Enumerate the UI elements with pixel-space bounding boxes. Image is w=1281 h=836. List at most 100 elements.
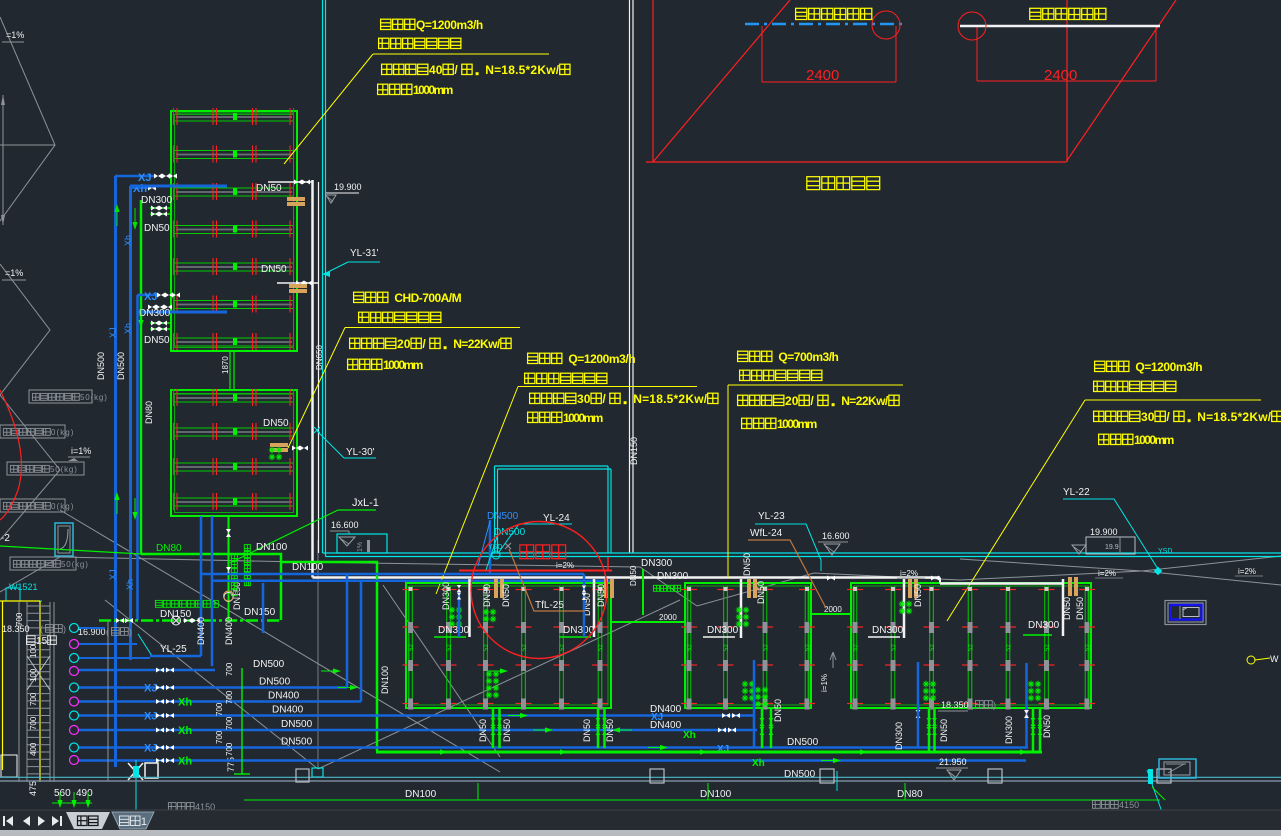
svg-text:YL-31': YL-31': [350, 248, 379, 259]
svg-text:16.900: 16.900: [78, 627, 106, 637]
svg-text:Q=700m3/h: Q=700m3/h: [778, 350, 839, 364]
svg-text:775: 775: [226, 757, 236, 772]
svg-text:i=1%: i=1%: [71, 446, 91, 456]
svg-text:2400: 2400: [806, 67, 839, 84]
svg-text:700: 700: [215, 730, 224, 744]
svg-text:DN50: DN50: [596, 584, 606, 607]
svg-text:475: 475: [28, 781, 38, 796]
svg-text:YL-22: YL-22: [1063, 487, 1090, 498]
svg-text:52: 52: [806, 644, 812, 651]
svg-text:DN50: DN50: [773, 699, 783, 722]
svg-text:XJ: XJ: [144, 711, 157, 723]
svg-text:30: 30: [1141, 410, 1155, 424]
svg-text:/: /: [1166, 410, 1170, 424]
svg-text:18.350: 18.350: [2, 624, 30, 634]
svg-text:JxL-1: JxL-1: [352, 497, 379, 509]
svg-text:DN50: DN50: [502, 719, 512, 742]
svg-text:): ): [63, 624, 66, 634]
svg-text:Xh: Xh: [125, 579, 135, 590]
svg-text:2000: 2000: [824, 605, 842, 614]
svg-text:WfL-24: WfL-24: [750, 528, 783, 539]
svg-text:100: 100: [29, 668, 38, 682]
svg-text:20: 20: [785, 394, 799, 408]
svg-text:-2: -2: [1, 533, 10, 544]
svg-text:DN500: DN500: [259, 677, 291, 688]
svg-text:700: 700: [29, 692, 38, 706]
svg-text:W: W: [1270, 654, 1279, 664]
svg-text:1000mm: 1000mm: [413, 83, 453, 97]
svg-text:DN50: DN50: [742, 553, 752, 576]
svg-text:DN500: DN500: [116, 352, 126, 380]
svg-text:40: 40: [429, 63, 443, 77]
svg-text:=1%: =1%: [5, 268, 23, 278]
svg-text:i=2%: i=2%: [1238, 567, 1256, 576]
svg-text:N=22Kw/: N=22Kw/: [453, 337, 501, 351]
svg-text:DN50: DN50: [913, 584, 923, 607]
svg-text:1: 1: [141, 816, 147, 828]
svg-text:19.900: 19.900: [1090, 527, 1118, 537]
svg-text:i=2%: i=2%: [900, 569, 918, 578]
svg-text:=1%: =1%: [6, 30, 24, 40]
svg-text:52: 52: [1086, 644, 1092, 651]
svg-text:DN50: DN50: [605, 719, 615, 742]
svg-text:i=2%: i=2%: [1098, 569, 1116, 578]
svg-text:700: 700: [225, 662, 234, 676]
svg-text:DN50: DN50: [478, 719, 488, 742]
svg-text:DN300: DN300: [872, 625, 904, 636]
svg-text:DN150: DN150: [629, 437, 639, 465]
svg-text:N=18.5*2Kw/: N=18.5*2Kw/: [633, 392, 708, 406]
svg-text:DN500: DN500: [253, 659, 285, 670]
svg-text:DN500: DN500: [487, 511, 519, 522]
svg-text:DN300: DN300: [141, 195, 173, 206]
svg-text:N=18.5*2Kw/: N=18.5*2Kw/: [485, 63, 560, 77]
svg-text:52: 52: [560, 644, 566, 651]
svg-text:/: /: [454, 63, 458, 77]
svg-text:XJ: XJ: [144, 743, 157, 755]
svg-text:YL-25: YL-25: [160, 644, 187, 655]
svg-text:0(kg): 0(kg): [51, 428, 74, 437]
svg-text:DN150: DN150: [160, 609, 192, 620]
svg-text:DN50: DN50: [629, 565, 638, 586]
svg-text:50(kg): 50(kg): [50, 465, 77, 474]
svg-text:4150: 4150: [195, 802, 215, 812]
svg-text:16.600: 16.600: [331, 520, 359, 530]
svg-text:YL-23: YL-23: [758, 511, 785, 522]
svg-text:DN50: DN50: [1042, 715, 1052, 738]
svg-text:DN300: DN300: [563, 625, 595, 636]
svg-text:2000: 2000: [659, 613, 677, 622]
svg-text:52: 52: [1045, 644, 1051, 651]
svg-text:XJ: XJ: [651, 712, 663, 723]
svg-text:19.9: 19.9: [1105, 544, 1119, 551]
svg-text:560: 560: [54, 788, 71, 799]
svg-text:N=22Kw/: N=22Kw/: [841, 394, 889, 408]
svg-text:Q=1200m3/h: Q=1200m3/h: [568, 352, 635, 366]
svg-text:Xh: Xh: [683, 730, 696, 741]
svg-text:DN300: DN300: [1004, 716, 1014, 744]
svg-text:DN300: DN300: [657, 571, 689, 582]
svg-text:Q=1200m3/h: Q=1200m3/h: [1135, 360, 1202, 374]
svg-text:52: 52: [930, 644, 936, 651]
svg-text:52: 52: [1007, 644, 1013, 651]
svg-text:DN50: DN50: [939, 719, 949, 742]
svg-text:DN300: DN300: [641, 558, 673, 569]
svg-text:/: /: [602, 392, 606, 406]
svg-text:Xh: Xh: [178, 725, 192, 737]
svg-text:DN300: DN300: [441, 582, 451, 610]
svg-text:19.900: 19.900: [334, 182, 362, 192]
svg-text:DN150: DN150: [244, 607, 276, 618]
svg-text:): ): [129, 627, 132, 637]
svg-text:20: 20: [397, 337, 411, 351]
svg-text:DN80: DN80: [144, 401, 154, 424]
svg-text:(: (: [40, 624, 43, 634]
svg-text:1000mm: 1000mm: [563, 411, 603, 425]
svg-text:i=2%: i=2%: [556, 561, 574, 570]
svg-text:15: 15: [36, 636, 48, 647]
svg-text:400: 400: [29, 742, 38, 756]
svg-text:XJ: XJ: [108, 569, 118, 580]
svg-text:DN400: DN400: [650, 704, 682, 715]
svg-text:DN500: DN500: [281, 719, 313, 730]
svg-text:DN50: DN50: [144, 223, 170, 234]
svg-text:W1521: W1521: [9, 582, 38, 592]
svg-text:XJ: XJ: [144, 683, 157, 695]
svg-text:0(kg): 0(kg): [51, 502, 74, 511]
